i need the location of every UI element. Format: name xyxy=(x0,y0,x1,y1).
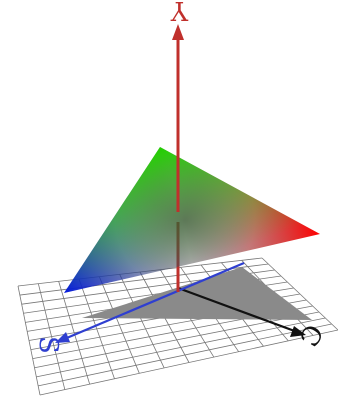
y-axis-letter: Y xyxy=(170,0,189,25)
grid-line xyxy=(34,311,320,369)
y-axis-arrowhead xyxy=(172,24,184,40)
s-axis-line xyxy=(61,261,245,342)
grid-line xyxy=(261,257,338,331)
c-axis-arrowhead xyxy=(290,326,306,337)
s-axis-letter: S xyxy=(33,336,63,354)
c-axis-line xyxy=(177,286,301,335)
grid-line xyxy=(39,329,338,396)
grid-line xyxy=(38,323,332,387)
s-axis-arrowhead xyxy=(55,332,70,343)
grid-line xyxy=(36,317,326,378)
color-triangle xyxy=(64,147,320,293)
